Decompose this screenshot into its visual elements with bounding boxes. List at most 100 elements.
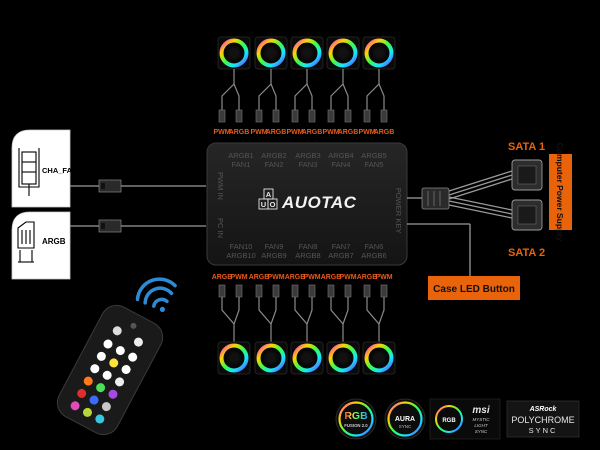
hub-port-label: FAN4	[332, 160, 351, 169]
argb-label: ARGB	[42, 237, 66, 246]
bottom-label: ARGB	[321, 274, 342, 281]
bottom-label: PWM	[303, 274, 320, 281]
fan-icon	[254, 36, 288, 70]
bottom-label: ARGB	[285, 274, 306, 281]
fan-icon	[290, 341, 324, 375]
fan-icon	[326, 341, 360, 375]
logo-letter: A	[266, 190, 272, 199]
top-label-pwm: PWM	[250, 129, 267, 136]
msi-line2: LIGHT	[474, 423, 489, 428]
asrock-line1: POLYCHROME	[511, 415, 574, 425]
argb-header-icon	[17, 221, 35, 263]
top-label-pwm: PWM	[213, 129, 230, 136]
power-plug	[421, 187, 450, 210]
hub-port-label: FAN5	[365, 160, 384, 169]
sata2-label: SATA 2	[508, 247, 545, 259]
hub-port-label: FAN10	[230, 242, 253, 251]
bottom-label: ARGB	[249, 274, 270, 281]
asrock-polychrome-logo: ASRock POLYCHROME SYNC	[506, 400, 580, 438]
hub-port-label: ARGB9	[261, 251, 286, 260]
hub-port-label: FAN3	[299, 160, 318, 169]
logo-letter: O	[270, 200, 276, 209]
logo-letter: U	[261, 200, 266, 209]
cha-fan-header-icon	[18, 148, 40, 196]
hub-port-label: ARGB10	[226, 251, 256, 260]
remote-control-icon	[56, 304, 164, 436]
bottom-label: ARGB	[212, 274, 233, 281]
top-label-argb: ARGB	[266, 129, 287, 136]
hub-port-label: FAN2	[265, 160, 284, 169]
fan-hub: ARGB1 FAN1 ARGB2 FAN2 ARGB3 FAN3 ARGB4 F…	[206, 142, 408, 266]
bottom-label: PWM	[230, 274, 247, 281]
hub-port-label: ARGB8	[295, 251, 320, 260]
bottom-connector-labels: ARGB PWM ARGB PWM ARGB PWM ARGB PWM ARGB…	[212, 274, 393, 281]
bottom-label: ARGB	[357, 274, 378, 281]
fan-icon	[290, 36, 324, 70]
hub-port-label: FAN7	[332, 242, 351, 251]
top-label-argb: ARGB	[302, 129, 323, 136]
fan-icon	[362, 36, 396, 70]
bottom-fan-cables	[221, 297, 385, 342]
rgb-fusion-line2: FUSION 2.0	[344, 423, 368, 428]
hub-port-label: ARGB7	[328, 251, 353, 260]
case-led-button-box: Case LED Button	[428, 276, 520, 300]
hub-port-label: FAN1	[232, 160, 251, 169]
hub-port-label: ARGB1	[228, 151, 253, 160]
sata-connector-icon	[511, 159, 543, 231]
hub-port-label: PWM IN	[216, 172, 225, 200]
fan-icon	[217, 341, 251, 375]
hub-port-label: ARGB6	[361, 251, 386, 260]
bottom-fan-row	[217, 341, 396, 375]
bottom-label: PWM	[339, 274, 356, 281]
input-plugs	[98, 179, 122, 233]
msi-line3: SYNC	[475, 429, 488, 434]
hub-port-label: FAN6	[365, 242, 384, 251]
top-fan-row	[217, 36, 396, 70]
rgb-fusion-line1: RGB	[344, 410, 368, 422]
input-cables	[70, 185, 206, 227]
hub-port-label: POWER	[394, 188, 403, 217]
bottom-label: PWM	[267, 274, 284, 281]
bottom-label: PWM	[375, 274, 392, 281]
hub-port-label: ARGB3	[295, 151, 320, 160]
brand-logo: A U O AUOTAC	[258, 188, 357, 212]
top-fan-cables	[221, 69, 385, 110]
rgb-fusion-logo: RGB FUSION 2.0	[335, 398, 377, 440]
top-label-argb: ARGB	[229, 129, 250, 136]
top-connector-labels: PWM ARGB PWM ARGB PWM ARGB PWM ARGB PWM …	[213, 129, 394, 136]
fan-icon	[362, 341, 396, 375]
fan-icon	[254, 341, 288, 375]
msi-brand: msi	[472, 405, 489, 416]
top-label-argb: ARGB	[374, 129, 395, 136]
asrock-brand: ASRock	[529, 406, 558, 413]
hub-port-label: FAN8	[299, 242, 318, 251]
msi-mystic-light-logo: RGB msi MYSTIC LIGHT SYNC	[429, 398, 501, 440]
power-supply-label: Computer Power Supply	[555, 143, 565, 242]
bottom-plugs	[218, 284, 388, 298]
aura-sync-logo: AURA SYNC	[384, 398, 426, 440]
wifi-signal-icon	[135, 277, 177, 312]
sata1-label: SATA 1	[508, 141, 545, 153]
top-label-pwm: PWM	[286, 129, 303, 136]
aura-line1: AURA	[395, 416, 415, 423]
top-label-argb: ARGB	[338, 129, 359, 136]
case-led-button-label: Case LED Button	[433, 284, 515, 295]
asrock-line2: SYNC	[529, 426, 558, 435]
cha-fan-label: CHA_FAN	[42, 166, 77, 175]
hub-port-label: KEY	[394, 218, 403, 233]
aura-line2: SYNC	[399, 424, 412, 429]
fan-icon	[326, 36, 360, 70]
power-cables	[407, 170, 513, 276]
msi-line1: MYSTIC	[472, 417, 490, 422]
hub-port-label: ARGB5	[361, 151, 386, 160]
fan-icon	[217, 36, 251, 70]
msi-rgb-text: RGB	[442, 418, 456, 424]
top-plugs	[218, 109, 388, 123]
top-label-pwm: PWM	[322, 129, 339, 136]
motherboard-headers: CHA_FAN ARGB	[11, 129, 77, 280]
hub-port-label: ARGB4	[328, 151, 353, 160]
hub-port-label: FAN9	[265, 242, 284, 251]
power-supply-box: Computer Power Supply	[549, 143, 572, 242]
brand-name: AUOTAC	[281, 193, 357, 212]
top-label-pwm: PWM	[358, 129, 375, 136]
